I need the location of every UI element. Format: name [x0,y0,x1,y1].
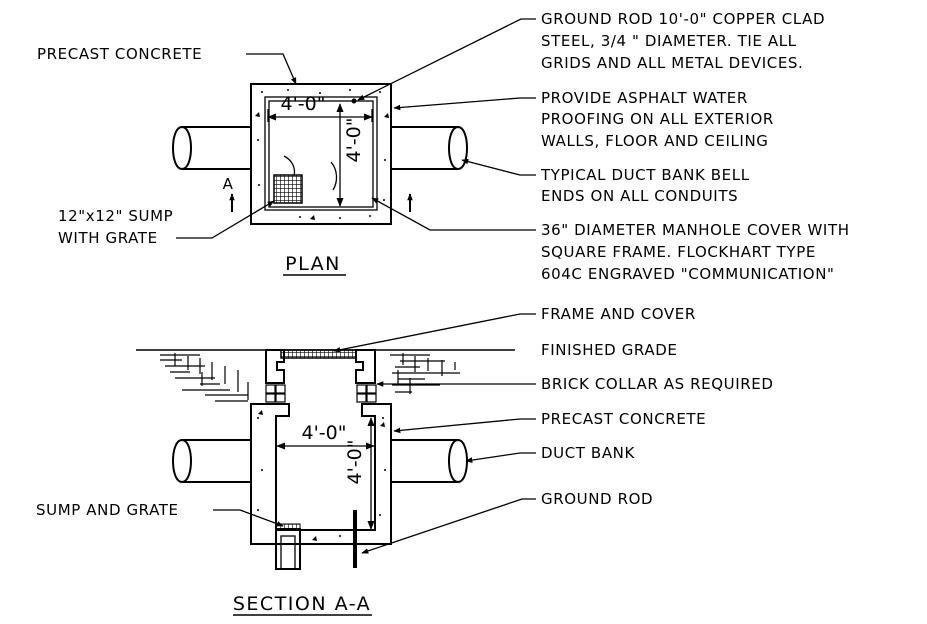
earth-hatch [160,353,460,402]
section-cut-mark-left: A [223,175,235,212]
plan-interior [264,96,378,211]
section-width-label: 4'-0" [302,422,347,444]
plan-label-ground-rod-3: GRIDS AND ALL METAL DEVICES. [541,54,803,72]
plan-label-sump-2: WITH GRATE [58,229,158,247]
section-view: 4'-0" 4'-0" SECTION A-A FRAME AND COVER … [36,305,774,616]
plan-concrete-stipple [255,89,389,220]
plan-leader-precast [246,53,297,85]
plan-duct-bank-right [390,126,468,171]
plan-frame [268,100,374,208]
plan-label-bell-1: TYPICAL DUCT BANK BELL [540,166,750,184]
plan-label-asphalt-3: WALLS, FLOOR AND CEILING [541,132,769,150]
section-title: SECTION A-A [233,593,371,615]
plan-leader-cover [371,197,536,231]
plan-title: PLAN [285,253,341,275]
plan-label-cover-2: SQUARE FRAME. FLOCKHART TYPE [541,243,816,261]
plan-leader-bell [461,158,536,176]
section-leader-frame-cover [333,313,536,353]
plan-label-cover-3: 604C ENGRAVED "COMMUNICATION" [541,265,835,283]
brick-collar [265,384,377,403]
section-label-brick-collar: BRICK COLLAR AS REQUIRED [541,375,774,393]
plan-ground-rod [351,98,357,104]
section-height-label: 4'-0" [344,440,366,485]
plan-precast-wall [250,83,392,225]
plan-cover-arc-2 [330,161,338,191]
section-label-finished-grade: FINISHED GRADE [541,341,677,359]
section-leader-sump [213,509,284,527]
section-sump [275,528,301,570]
section-label-ground-rod: GROUND ROD [541,490,653,508]
plan-cover-arc [283,155,296,177]
section-leader-duct-bank [465,452,536,463]
section-sump-inner [280,535,296,570]
plan-sump-grate [273,174,303,204]
section-leader-ground-rod [361,498,536,554]
section-label-sump-grate: SUMP AND GRATE [36,501,179,519]
section-duct-bank-right [390,439,468,484]
plan-label-ground-rod-1: GROUND ROD 10'-0" COPPER CLAD [541,10,825,28]
plan-leader-ground-rod [357,18,536,101]
plan-label-ground-rod-2: STEEL, 3/4 " DIAMETER. TIE ALL [541,32,797,50]
plan-label-bell-2: ENDS ON ALL CONDUITS [541,187,738,205]
section-concrete-stipple [257,410,386,541]
plan-label-cover-1: 36" DIAMETER MANHOLE COVER WITH [541,221,850,239]
plan-width-label: 4'-0" [281,93,326,115]
plan-label-precast-concrete: PRECAST CONCRETE [37,45,202,63]
section-ground-rod [353,510,357,568]
section-sump-grate [275,523,301,531]
plan-height-label: 4'-0" [343,118,365,163]
section-label-frame-cover: FRAME AND COVER [541,305,696,323]
section-leader-precast [393,418,536,434]
plan-view: 4'-0" 4'-0" A PLAN PRECAST CONCRETE 12"x… [37,10,850,283]
section-frame-cover [280,349,357,359]
plan-leader-asphalt [393,97,536,111]
plan-duct-bank-left [172,126,252,171]
svg-text:A: A [223,175,234,193]
section-label-precast-concrete: PRECAST CONCRETE [541,410,706,428]
plan-leader-sump [176,200,275,239]
plan-label-asphalt-2: PROOFING ON ALL EXTERIOR [541,110,774,128]
section-label-duct-bank: DUCT BANK [541,444,636,462]
section-precast-box [250,403,392,545]
plan-label-asphalt-1: PROVIDE ASPHALT WATER [541,89,748,107]
plan-label-sump-1: 12"x12" SUMP [58,207,173,225]
section-collar-right [355,349,376,384]
section-collar-left [265,349,285,384]
section-duct-bank-left [172,439,252,484]
